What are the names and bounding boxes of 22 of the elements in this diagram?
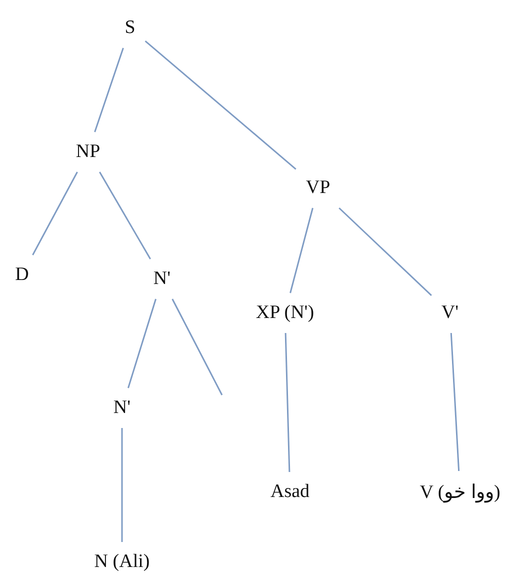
tree-branch: [172, 298, 223, 396]
tree-branch: [450, 332, 460, 472]
tree-branch: [99, 172, 151, 260]
tree-node-label: XP (N'): [254, 301, 316, 325]
tree-branch: [290, 208, 314, 294]
tree-node-label: S: [122, 16, 138, 40]
tree-branch: [127, 298, 157, 388]
tree-node-label: NP: [74, 140, 102, 164]
tree-node-label: N (Ali): [92, 550, 152, 574]
tree-node-label: V (ووا خو): [418, 479, 502, 505]
tree-node-label: VP: [304, 176, 332, 200]
tree-node-label: D: [13, 263, 31, 287]
tree-branch: [284, 332, 290, 472]
tree-branch: [121, 428, 123, 542]
tree-node-label: N': [111, 396, 133, 420]
tree-branch: [32, 172, 78, 256]
tree-node-label: Asad: [268, 480, 312, 504]
tree-node-label: N': [151, 267, 173, 291]
tree-branch: [144, 40, 296, 170]
tree-branch: [94, 48, 124, 132]
tree-node-label: V': [439, 301, 461, 325]
tree-branch: [338, 207, 432, 296]
